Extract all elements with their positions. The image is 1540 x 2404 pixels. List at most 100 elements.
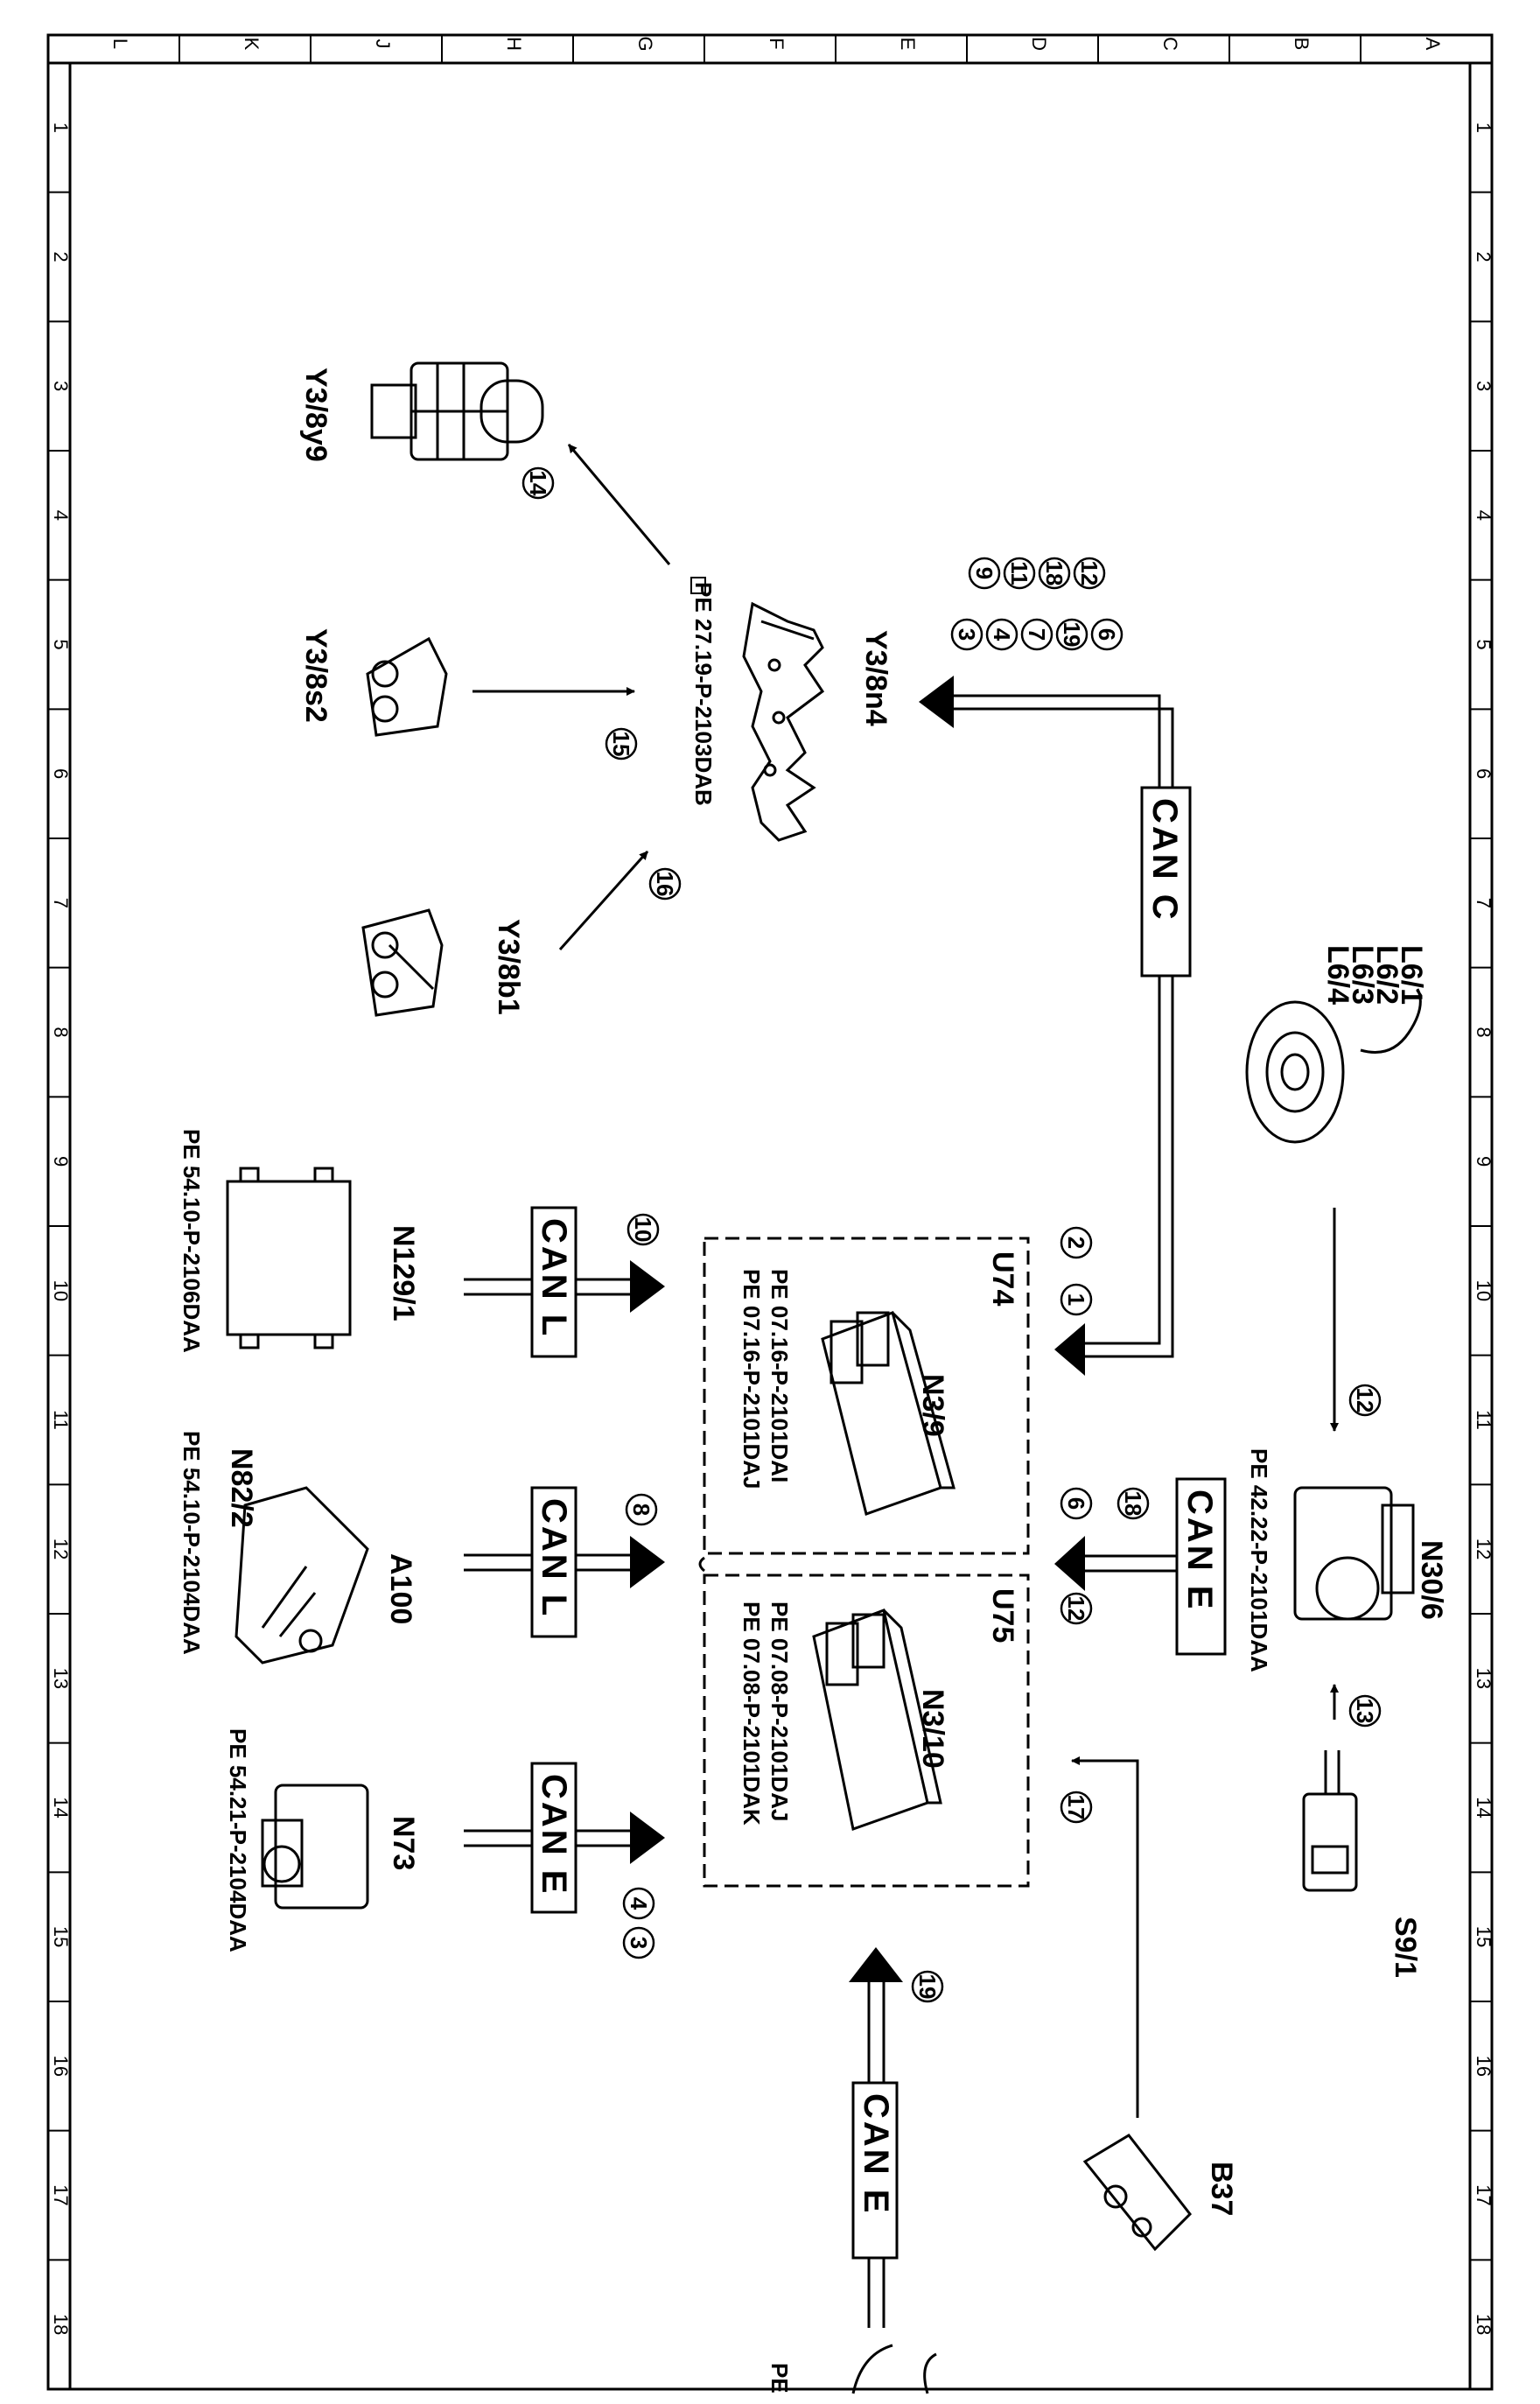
circled-number-badge: [622, 1887, 655, 1920]
circled-number-badge: [648, 867, 682, 901]
circled-number: 2: [1063, 1237, 1089, 1249]
circled-number-badge: [1116, 1487, 1150, 1520]
row-label: 4: [50, 510, 72, 521]
can-c-arrow-y38n4: [919, 676, 954, 728]
row-label: 14: [50, 1797, 72, 1818]
book-icon: [690, 577, 706, 594]
n3-10-label: N3/10: [916, 1689, 949, 1769]
row-label: 7: [50, 898, 72, 908]
y38b1-label: Y3/8b1: [492, 919, 525, 1015]
circled-number-badge: [1003, 557, 1036, 590]
row-label: 10: [1473, 1280, 1494, 1301]
n3-9-ecu-icon: [821, 1311, 956, 1516]
l6-labels: L6/1L6/2L6/3L6/4: [1321, 945, 1428, 1005]
u74-label: U74: [986, 1251, 1019, 1306]
circled-number-badge: [1020, 618, 1054, 651]
row-label: 3: [1473, 381, 1494, 391]
n3-10-ecu-icon: [812, 1608, 942, 1831]
circled-number-badge: [1060, 1592, 1093, 1625]
can-l2-label: CAN L: [535, 1498, 573, 1618]
circled-number: 13: [1352, 1699, 1378, 1724]
circled-number: 15: [608, 732, 634, 757]
can-l2-arrow: [630, 1536, 665, 1588]
can-e-bottom-arrow: [849, 1947, 903, 1982]
circled-number: 18: [1041, 561, 1068, 586]
b37-pedal-icon: [1082, 2134, 1192, 2252]
can-e-n73-arrow: [630, 1812, 665, 1864]
y38s2-switch-icon: [366, 636, 448, 737]
circled-number: 4: [989, 628, 1015, 641]
row-label: 5: [50, 639, 72, 649]
circled-number: 9: [971, 567, 998, 579]
circled-number: 11: [1006, 561, 1032, 585]
can-l1-arrow: [630, 1260, 665, 1313]
u74-box: [703, 1237, 1030, 1555]
circled-number-badge: [1055, 618, 1088, 651]
n30-6-reference: PE 42.22-P-2101DAA: [1246, 1448, 1272, 1672]
u75-label: U75: [986, 1588, 1019, 1643]
n3-10-reference-b: PE 07.08-P-2101DAK: [738, 1601, 765, 1826]
row-label: 7: [1473, 898, 1494, 908]
column-label: G: [634, 36, 656, 51]
n30-6-label: N30/6: [1415, 1540, 1448, 1620]
y38n4-reference: PE 27.19-P-2103DAB: [690, 582, 717, 806]
row-label: 6: [1473, 768, 1494, 779]
circled-number-badge: [1073, 557, 1106, 590]
row-label: 3: [50, 381, 72, 391]
row-label: 13: [1473, 1668, 1494, 1689]
row-label: 15: [1473, 1926, 1494, 1947]
row-label: 1: [1473, 123, 1494, 133]
circled-number: 14: [525, 471, 551, 496]
y38s2-label: Y3/8s2: [299, 628, 332, 723]
bottom-reference: PE: [766, 2363, 793, 2393]
column-label: K: [241, 38, 262, 51]
column-label: L: [109, 39, 131, 49]
can-e-n73-label-box: [530, 1762, 578, 1914]
row-label: 9: [1473, 1156, 1494, 1167]
circled-number: 3: [954, 628, 980, 641]
row-label: 9: [50, 1156, 72, 1167]
circled-number: 19: [914, 1974, 941, 2000]
b37-label: B37: [1205, 2162, 1238, 2216]
row-label: 16: [1473, 2056, 1494, 2077]
circled-number: 3: [626, 1937, 652, 1949]
column-label: D: [1028, 37, 1050, 51]
can-l1-label: CAN L: [535, 1218, 573, 1338]
arrow-y38b1: [558, 851, 649, 950]
n73-reference: PE 54.21-P-2104DAA: [225, 1728, 251, 1952]
circled-number: 12: [1076, 561, 1102, 586]
l6-label: L6/1: [1395, 945, 1428, 1005]
can-e-bottom-label-box: [851, 2081, 899, 2260]
circled-number-badge: [1090, 618, 1124, 651]
n82-2-label: N82/2: [225, 1448, 258, 1528]
l6-wheel-sensor-icon: [1245, 988, 1422, 1144]
row-label: 14: [1473, 1797, 1494, 1818]
s9-1-switch-icon: [1302, 1750, 1358, 1892]
circled-number-badge: [1060, 1226, 1093, 1259]
u75-box: [703, 1573, 1030, 1888]
row-label: 17: [50, 2184, 72, 2205]
row-label: 12: [50, 1538, 72, 1559]
row-label: 2: [1473, 251, 1494, 262]
y38y9-label: Y3/8y9: [299, 368, 332, 462]
row-label: 4: [1473, 510, 1494, 521]
row-label: 11: [50, 1410, 72, 1430]
column-label: J: [372, 39, 394, 49]
row-label: 12: [1473, 1538, 1494, 1559]
row-label: 16: [50, 2056, 72, 2077]
n129-1-label: N129/1: [387, 1225, 420, 1321]
l6-label: L6/2: [1370, 945, 1404, 1005]
circled-number: 1: [1063, 1293, 1089, 1306]
row-label: 13: [50, 1668, 72, 1689]
frame: [46, 33, 1494, 2391]
can-l2-label-box: [530, 1486, 578, 1638]
circled-number: 12: [1063, 1596, 1089, 1622]
row-label: 17: [1473, 2184, 1494, 2205]
column-label: F: [766, 38, 788, 49]
l6-label: L6/4: [1321, 945, 1354, 1005]
circled-number: 6: [1063, 1497, 1089, 1510]
